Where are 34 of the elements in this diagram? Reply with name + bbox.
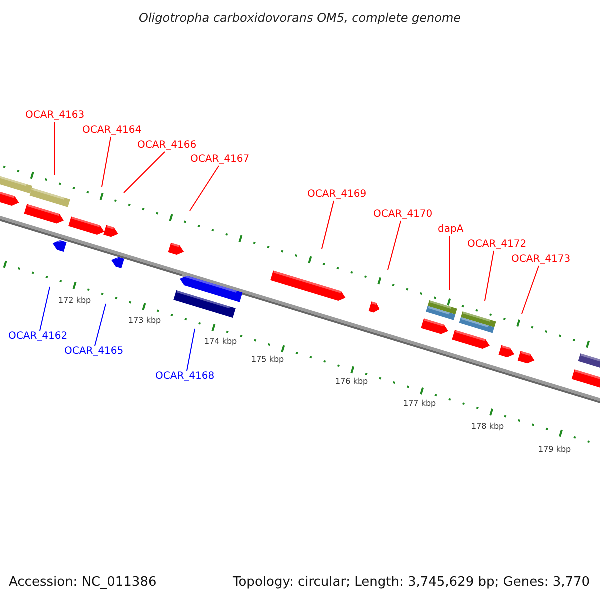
gene-label: OCAR_4162 [8, 332, 68, 342]
leader-line [322, 200, 334, 250]
chart-title: Oligotropha carboxidovorans OM5, complete genome [139, 12, 462, 24]
leader-line [124, 152, 166, 194]
gene-label: OCAR_4173 [512, 255, 571, 265]
scale-label: 176 kbp [336, 378, 368, 386]
scale-label: 175 kbp [252, 356, 284, 364]
scale-label: 174 kbp [204, 338, 238, 346]
leader-line [388, 220, 402, 270]
gene-label: OCAR_4172 [468, 240, 527, 250]
accession-text: Accession: NC_011386 [9, 576, 157, 589]
leader-line [102, 136, 112, 188]
gene-label: dapA [438, 225, 464, 235]
gene-label: OCAR_4167 [190, 155, 250, 165]
gene-label: OCAR_4169 [308, 190, 367, 200]
scale-label: 177 kbp [404, 400, 436, 408]
leader-line [94, 304, 106, 346]
gene-label: OCAR_4170 [374, 210, 433, 220]
leader-line [484, 250, 494, 302]
gene-label: OCAR_4164 [82, 126, 142, 136]
leader-line [54, 122, 56, 176]
gene-label: OCAR_4163 [26, 111, 85, 121]
leader-line [40, 286, 50, 332]
genome-summary-text: Topology: circular; Length: 3,745,629 bp; Genes: 3,770 [233, 576, 590, 589]
scale-label: 172 kbp [58, 297, 92, 305]
leader-line [186, 328, 196, 372]
scale-label: 179 kbp [538, 446, 572, 454]
scale-label: 178 kbp [472, 423, 504, 431]
gene-label: OCAR_4166 [138, 141, 197, 151]
gene-label: OCAR_4165 [64, 347, 124, 357]
scale-label: 173 kbp [128, 317, 162, 325]
gene-label: OCAR_4168 [156, 372, 215, 382]
leader-line [522, 266, 540, 314]
leader-line [190, 166, 220, 212]
